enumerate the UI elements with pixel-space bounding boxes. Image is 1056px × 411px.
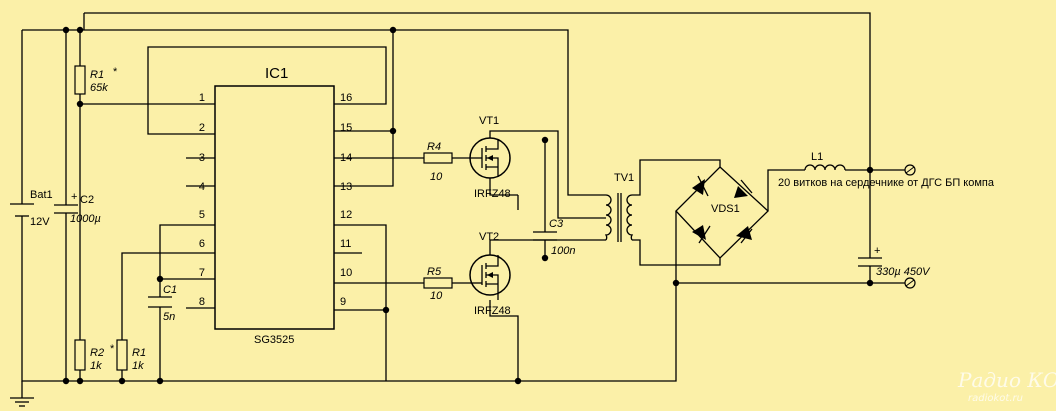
resistor-r2: R2 * 1k <box>74 339 115 372</box>
r1-top-mark: * <box>113 66 118 78</box>
c3-value: 100n <box>551 245 575 257</box>
pin-label: 3 <box>199 152 205 164</box>
vt2-ref: VT2 <box>479 231 499 243</box>
capacitor-c1: C1 5n <box>148 284 177 323</box>
ground-icon <box>10 397 34 407</box>
junction-dot <box>866 166 874 174</box>
pin-label: 2 <box>199 122 205 134</box>
pin-label: 14 <box>340 152 352 164</box>
capacitor-output: + 330µ 450V <box>858 245 931 278</box>
pin-label: 11 <box>340 238 351 250</box>
r4-ref: R4 <box>427 141 441 153</box>
junction-dot <box>541 136 549 144</box>
battery-bat1: Bat1 12V <box>10 189 53 228</box>
bridge-vds1: VDS1 <box>675 166 769 259</box>
junction-dots <box>62 26 874 385</box>
ic1-sg3525: IC1 SG3525 1 2 3 4 5 6 7 8 16 15 14 13 1… <box>199 65 352 346</box>
resistor-r1-bottom: R1 1k <box>116 339 146 372</box>
junction-dot <box>76 100 84 108</box>
watermark-url: radiokot.ru <box>968 393 1023 404</box>
pin-label: 10 <box>340 267 352 279</box>
capacitor-c2: + C2 1000µ <box>54 191 101 225</box>
c3-ref: C3 <box>549 218 564 230</box>
junction-dot <box>672 279 680 287</box>
ic1-body <box>214 85 335 330</box>
pin-label: 1 <box>199 92 205 104</box>
junction-dot <box>156 275 164 283</box>
pin-label: 8 <box>199 296 205 308</box>
vt1-part: IRFZ48 <box>474 188 511 200</box>
output-terminals <box>904 164 916 289</box>
junction-dot <box>389 127 397 135</box>
junction-dot <box>866 279 874 287</box>
r2-mark: * <box>110 343 115 355</box>
r5-value: 10 <box>430 290 443 302</box>
l1-ref: L1 <box>811 151 823 163</box>
wires <box>21 12 905 398</box>
junction-dot <box>156 377 164 385</box>
battery-value: 12V <box>30 216 50 228</box>
r1-top-value: 65k <box>90 82 108 94</box>
c2-ref: C2 <box>80 194 94 206</box>
junction-dot <box>389 26 397 34</box>
junction-dot <box>76 377 84 385</box>
c1-value: 5n <box>163 311 175 323</box>
r2-ref: R2 <box>90 347 104 359</box>
mosfet-vt1: VT1 IRFZ48 <box>469 115 511 200</box>
pin-label: 5 <box>199 209 205 221</box>
junction-dot <box>62 26 70 34</box>
junction-dot <box>76 26 84 34</box>
vds1-ref: VDS1 <box>711 203 740 215</box>
c-out-value: 330µ 450V <box>876 266 931 278</box>
junction-dot <box>382 306 390 314</box>
pin-label: 4 <box>199 181 205 193</box>
pin-label: 16 <box>340 92 352 104</box>
battery-ref: Bat1 <box>30 189 53 201</box>
c2-polarity: + <box>71 191 77 203</box>
pin-label: 7 <box>199 267 205 279</box>
c2-value: 1000µ <box>70 213 101 225</box>
junction-dot <box>514 377 522 385</box>
c-out-polarity: + <box>874 245 880 257</box>
pin-label: 6 <box>199 238 205 250</box>
vt1-ref: VT1 <box>479 115 499 127</box>
ic1-part: SG3525 <box>254 334 294 346</box>
pin-label: 15 <box>340 122 352 134</box>
c1-ref: C1 <box>163 284 177 296</box>
capacitor-c3: C3 100n <box>533 218 575 257</box>
resistor-r5: R5 10 <box>423 266 453 302</box>
watermark: Радио КОТ radiokot.ru <box>957 368 1056 404</box>
inductor-l1: L1 20 витков на сердечнике от ДГС БП ком… <box>778 151 995 189</box>
watermark-logo: Радио КОТ <box>957 368 1056 392</box>
r1-bottom-value: 1k <box>132 360 144 372</box>
vt2-part: IRFZ48 <box>474 305 511 317</box>
junction-dot <box>541 254 549 262</box>
r1-bottom-ref: R1 <box>132 347 146 359</box>
pin-label: 12 <box>340 209 352 221</box>
l1-note: 20 витков на сердечнике от ДГС БП компа <box>778 177 995 189</box>
pin-label: 13 <box>340 181 352 193</box>
resistor-r4: R4 10 <box>423 141 453 183</box>
transformer-tv1: TV1 <box>604 172 634 242</box>
tv1-ref: TV1 <box>614 172 634 184</box>
resistor-r1-top: R1 * 65k <box>74 65 118 95</box>
pin-label: 9 <box>340 296 346 308</box>
r4-value: 10 <box>430 171 443 183</box>
junction-dot <box>62 377 70 385</box>
r1-top-ref: R1 <box>90 69 104 81</box>
r5-ref: R5 <box>427 266 442 278</box>
mosfet-vt2: VT2 IRFZ48 <box>469 231 511 317</box>
r2-value: 1k <box>90 360 102 372</box>
junction-dot <box>118 377 126 385</box>
ic1-label: IC1 <box>265 65 288 82</box>
